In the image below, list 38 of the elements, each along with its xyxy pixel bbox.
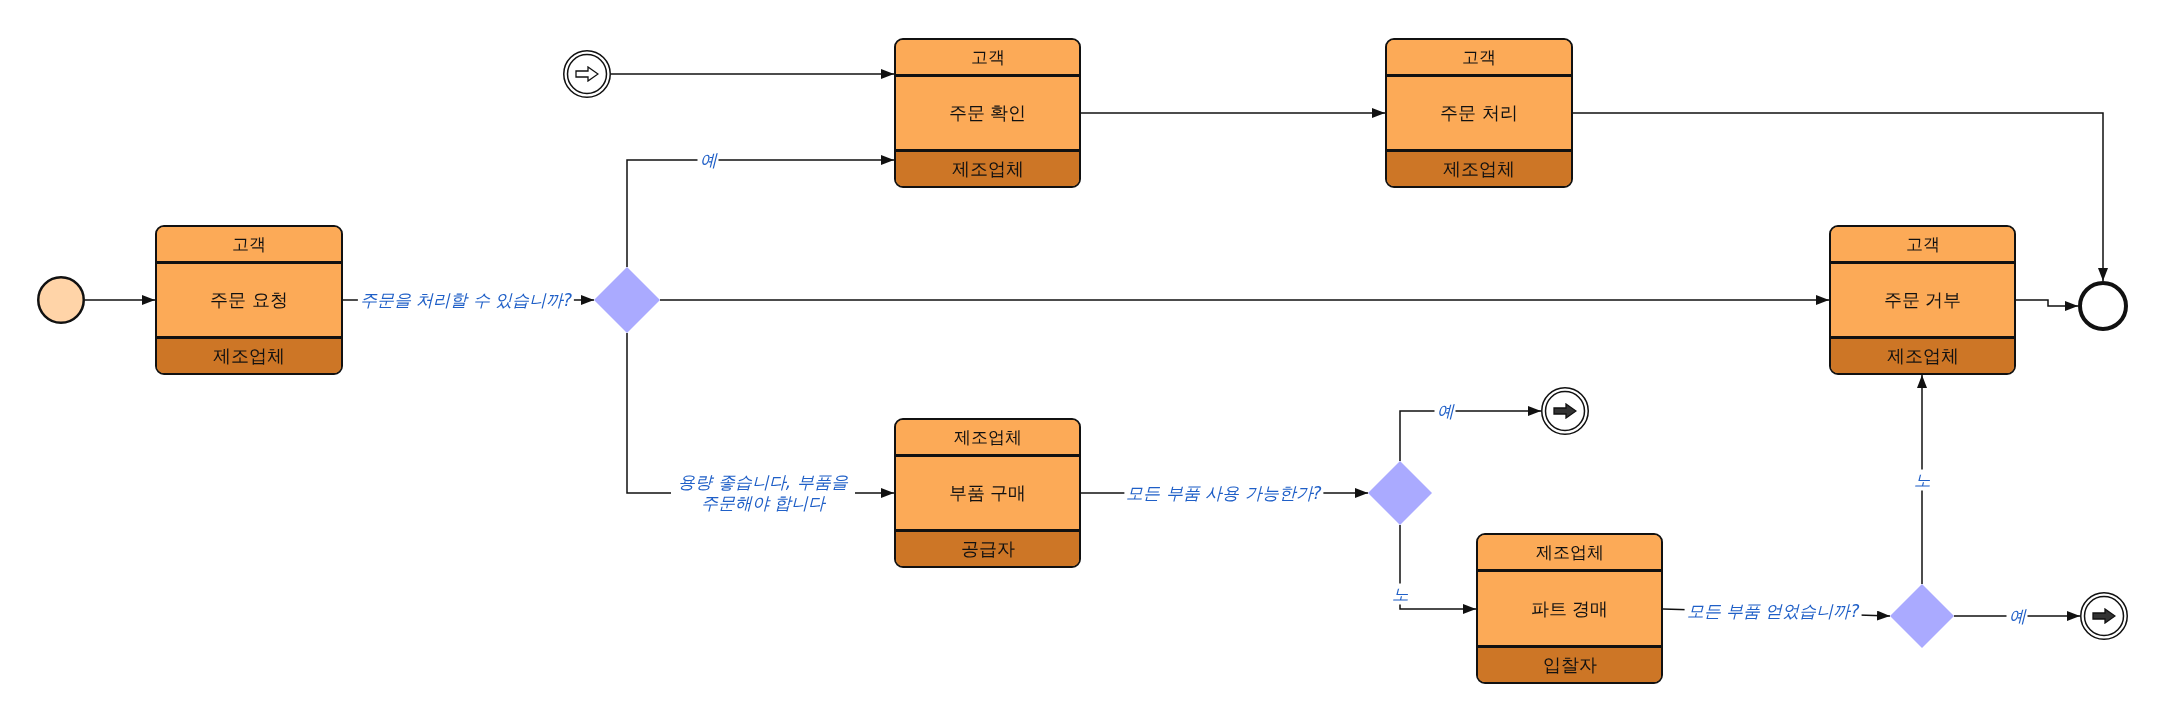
role-footer: 제조업체 (1831, 336, 2014, 373)
task-box (155, 225, 343, 375)
arrow (1953, 611, 2081, 621)
decision-diamond (594, 267, 660, 333)
arrow (610, 69, 895, 79)
task-box (894, 418, 1081, 568)
lane-header: 제조업체 (1478, 535, 1661, 572)
arrow (659, 295, 1830, 305)
event-circle (1541, 387, 1589, 435)
arrow (1917, 374, 1927, 585)
lane-header: 고객 (157, 227, 341, 264)
role-footer: 제조업체 (896, 149, 1079, 186)
lane-header: 고객 (1387, 40, 1571, 77)
role-footer: 제조업체 (157, 336, 341, 373)
lane-header: 제조업체 (896, 420, 1079, 457)
arrow (1399, 524, 1477, 614)
lane-header: 고객 (896, 40, 1079, 77)
arrow (84, 295, 156, 305)
lane-header: 고객 (1831, 227, 2014, 264)
arrow (1572, 112, 2108, 282)
event-circle (2080, 592, 2128, 640)
arrow (1080, 108, 1386, 118)
task-box (894, 38, 1081, 188)
role-footer: 제조업체 (1387, 149, 1571, 186)
role-footer: 입찰자 (1478, 645, 1661, 682)
edge-label: 용량 좋습니다, 부품을 주문해야 합니다 (671, 472, 855, 514)
arrow (2015, 299, 2079, 311)
arrow (1399, 406, 1542, 462)
start-circle (37, 276, 85, 324)
end-circle (2078, 281, 2128, 331)
task-box (1476, 533, 1663, 684)
task-box (1385, 38, 1573, 188)
decision-diamond (1890, 584, 1954, 648)
event-circle (563, 50, 611, 98)
task-box (1829, 225, 2016, 375)
role-footer: 공급자 (896, 529, 1079, 566)
decision-diamond (1368, 461, 1432, 525)
arrow (626, 155, 895, 268)
